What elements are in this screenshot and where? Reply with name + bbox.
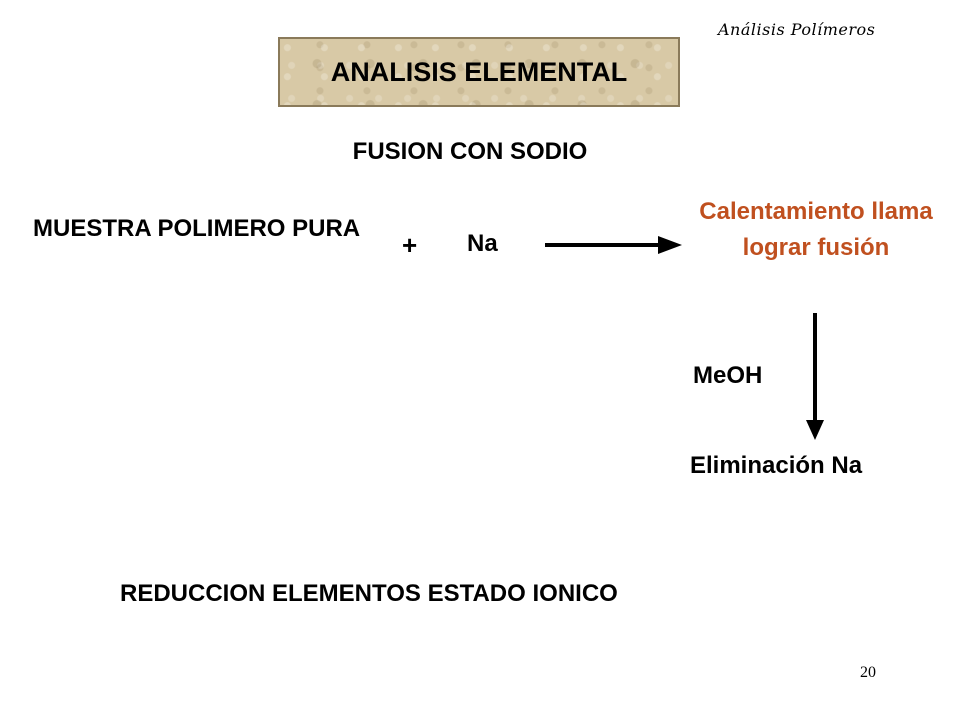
down-arrow: [806, 313, 824, 440]
sample-label: MUESTRA POLIMERO PURA: [33, 215, 361, 242]
page-number: 20: [860, 664, 876, 681]
conclusion-text: REDUCCION ELEMENTOS ESTADO IONICO: [120, 580, 618, 607]
reagent-label: Na: [467, 230, 498, 257]
heating-step: Calentamiento llama lograr fusión: [699, 198, 933, 261]
page-title: ANALISIS ELEMENTAL: [330, 56, 628, 87]
subtitle: FUSION CON SODIO: [352, 138, 588, 165]
removal-step: Eliminación Na: [690, 452, 863, 479]
title-box: ANALISIS ELEMENTAL: [278, 37, 680, 107]
right-arrow: [545, 236, 682, 254]
corner-title: Análisis Polímeros: [718, 20, 876, 39]
solvent-label: MeOH: [693, 362, 763, 389]
plus-sign: +: [402, 230, 418, 260]
